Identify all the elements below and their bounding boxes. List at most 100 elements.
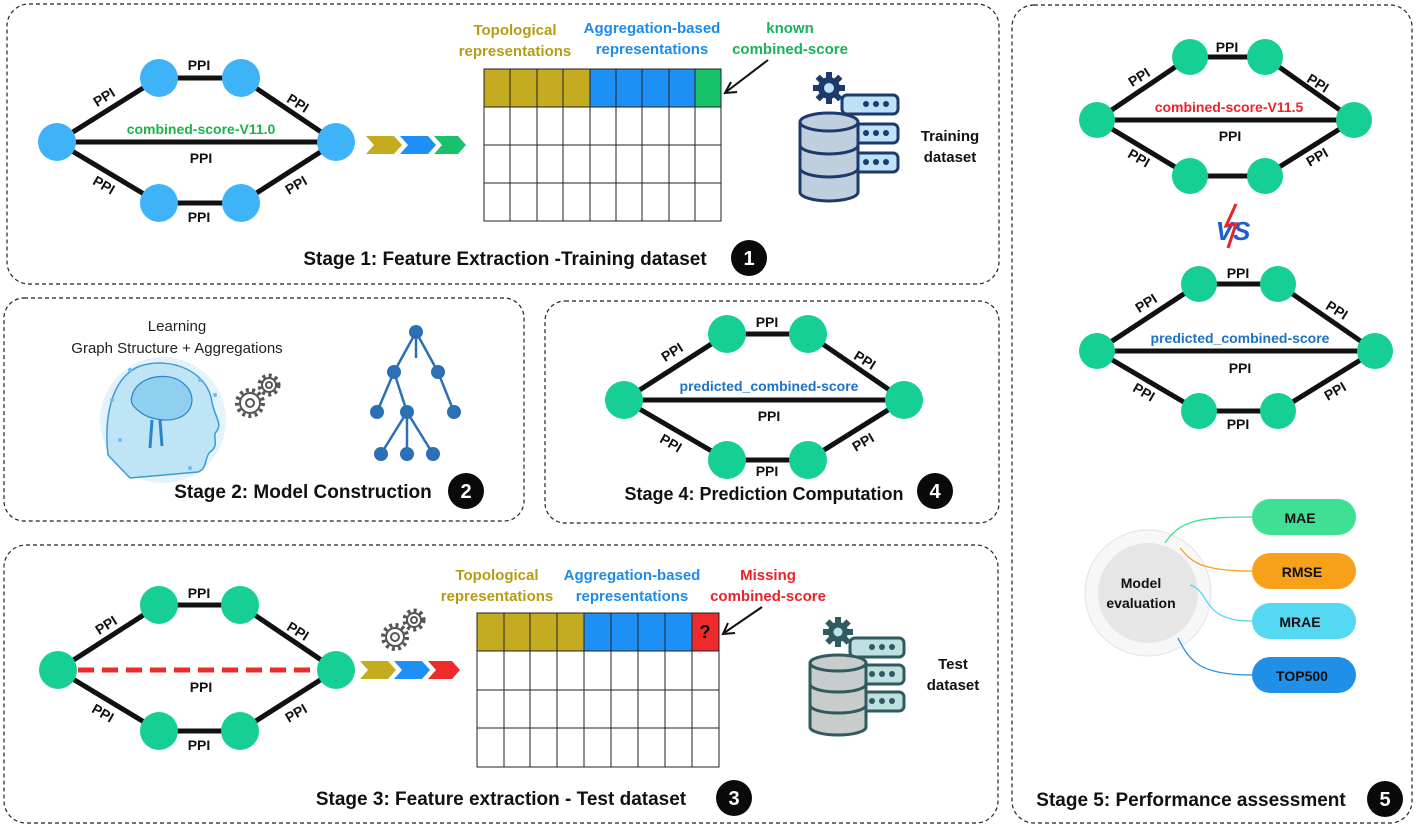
node bbox=[885, 381, 923, 419]
edge-label: PPI bbox=[1227, 416, 1250, 432]
edge-label: PPI bbox=[190, 150, 213, 166]
stage3-table: ? Topological representations Aggregatio… bbox=[441, 567, 826, 768]
edge-label: PPI bbox=[1216, 39, 1239, 55]
dataset-label: dataset bbox=[924, 149, 977, 166]
stage5-panel bbox=[1011, 4, 1413, 824]
caption: Learning bbox=[148, 318, 206, 335]
col-aggregation-label: Aggregation-based bbox=[584, 20, 721, 37]
stage3-network: PPI PPI PPI PPI PPI PPI PPI bbox=[39, 585, 355, 753]
node bbox=[1260, 393, 1296, 429]
node bbox=[708, 441, 746, 479]
svg-text:2: 2 bbox=[460, 481, 471, 503]
edge-label: PPI bbox=[1304, 70, 1332, 96]
node bbox=[140, 59, 178, 97]
node bbox=[1336, 102, 1372, 138]
node bbox=[222, 184, 260, 222]
panel-borders bbox=[3, 3, 1413, 824]
stage5-top-network: PPI PPI PPI PPI PPI PPI combined-score-V… bbox=[1079, 39, 1372, 194]
col-aggregation-label: representations bbox=[596, 41, 709, 58]
database-icon: Training dataset bbox=[798, 72, 979, 203]
metric-top500: TOP500 bbox=[1252, 657, 1356, 693]
missing-value-marker: ? bbox=[700, 622, 711, 642]
node bbox=[317, 651, 355, 689]
edge-label: PPI bbox=[756, 463, 779, 479]
database-icon: Test dataset bbox=[808, 617, 980, 737]
col-known-label: combined-score bbox=[732, 41, 848, 58]
node bbox=[789, 441, 827, 479]
node bbox=[1247, 158, 1283, 194]
node bbox=[140, 184, 178, 222]
node bbox=[1181, 393, 1217, 429]
edge-label: PPI bbox=[1219, 128, 1242, 144]
col-topological-label: Topological bbox=[455, 567, 538, 584]
stage5-title: Stage 5: Performance assessment bbox=[1036, 790, 1346, 811]
node bbox=[708, 315, 746, 353]
stage3-title: Stage 3: Feature extraction - Test datas… bbox=[316, 789, 687, 810]
gear-icon bbox=[235, 373, 281, 418]
node bbox=[605, 381, 643, 419]
stage2: Learning Graph Structure + Aggregations bbox=[71, 318, 484, 509]
stage2-number-badge: 2 bbox=[448, 473, 484, 509]
edge-label: PPI bbox=[190, 679, 213, 695]
svg-text:evaluation: evaluation bbox=[1106, 595, 1175, 611]
stage1-number-badge: 1 bbox=[731, 240, 767, 276]
stage3-number-badge: 3 bbox=[716, 780, 752, 816]
col-known-label: known bbox=[766, 20, 814, 37]
stage4-network: PPI PPI PPI PPI PPI PPI PPI predicted_co… bbox=[605, 314, 953, 509]
metric-rmse: RMSE bbox=[1252, 553, 1356, 589]
node bbox=[1079, 333, 1115, 369]
col-aggregation-label: representations bbox=[576, 588, 689, 605]
col-aggregation-label: Aggregation-based bbox=[564, 567, 701, 584]
stage1-network: PPI PPI PPI PPI PPI PPI PPI combined-sco… bbox=[38, 57, 355, 225]
node bbox=[317, 123, 355, 161]
node bbox=[140, 712, 178, 750]
svg-text:1: 1 bbox=[743, 248, 754, 270]
edge-label: PPI bbox=[188, 737, 211, 753]
gear-icon bbox=[823, 617, 853, 647]
bottom-center-label: predicted_combined-score bbox=[1151, 330, 1330, 346]
stage3-panel bbox=[3, 544, 999, 824]
stage2-title: Stage 2: Model Construction bbox=[174, 482, 432, 503]
edge-label: PPI bbox=[188, 585, 211, 601]
dataset-label: dataset bbox=[927, 677, 980, 694]
node bbox=[1357, 333, 1393, 369]
center-label: predicted_combined-score bbox=[680, 378, 859, 394]
top-center-label: combined-score-V11.5 bbox=[1155, 99, 1304, 115]
stage5-bottom-network: PPI PPI PPI PPI PPI PPI PPI predicted_co… bbox=[1079, 265, 1393, 432]
tree-icon bbox=[370, 325, 461, 461]
center-label: combined-score-V11.0 bbox=[127, 121, 276, 137]
node bbox=[221, 586, 259, 624]
stage1-panel bbox=[6, 3, 1000, 285]
gear-icon bbox=[813, 72, 845, 104]
node bbox=[1079, 102, 1115, 138]
dataset-label: Training bbox=[921, 128, 979, 145]
edge-label: PPI bbox=[188, 209, 211, 225]
node bbox=[221, 712, 259, 750]
brain-head-icon bbox=[100, 357, 226, 483]
edge-label: PPI bbox=[1229, 360, 1252, 376]
col-topological-label: Topological bbox=[473, 22, 556, 39]
edge-label: PPI bbox=[1227, 265, 1250, 281]
stage1-chevrons bbox=[366, 136, 466, 154]
svg-text:3: 3 bbox=[728, 788, 739, 810]
arrow bbox=[723, 59, 769, 95]
node bbox=[789, 315, 827, 353]
stage4-number-badge: 4 bbox=[917, 473, 953, 509]
svg-text:5: 5 bbox=[1379, 789, 1390, 811]
edge-label: PPI bbox=[758, 408, 781, 424]
node bbox=[1172, 39, 1208, 75]
stage5-number-badge: 5 bbox=[1367, 781, 1403, 817]
dataset-label: Test bbox=[938, 656, 968, 673]
node bbox=[1260, 266, 1296, 302]
model-evaluation-node bbox=[1098, 543, 1198, 643]
arrow bbox=[721, 606, 763, 636]
node bbox=[38, 123, 76, 161]
col-missing-label: Missing bbox=[740, 567, 796, 584]
svg-text:RMSE: RMSE bbox=[1282, 564, 1322, 580]
edge-label: PPI bbox=[756, 314, 779, 330]
node bbox=[140, 586, 178, 624]
stage1-table: Topological representations Aggregation-… bbox=[459, 20, 848, 222]
node bbox=[1247, 39, 1283, 75]
svg-text:Model: Model bbox=[1121, 575, 1161, 591]
col-topological-label: representations bbox=[459, 43, 572, 60]
